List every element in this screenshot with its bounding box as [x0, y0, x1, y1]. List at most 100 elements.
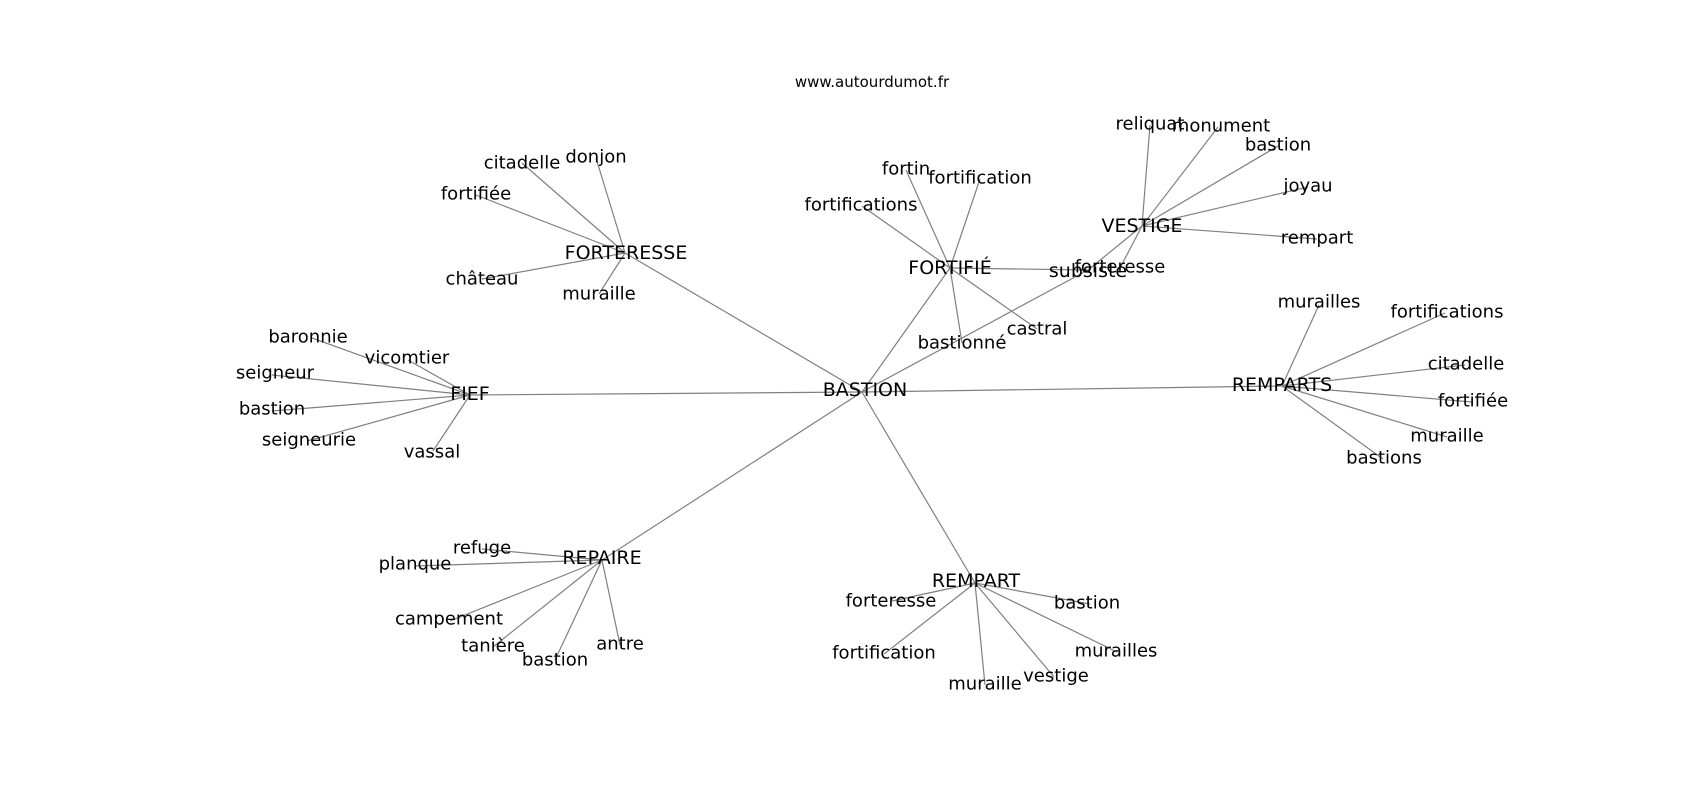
leaf-fortifie-bastionne: bastionné [918, 333, 1007, 354]
edge-vestige-forteresse [1119, 225, 1143, 269]
edge-repaire-bastion [554, 559, 603, 661]
edge-remparts-fortifiee [1281, 385, 1473, 403]
node-fief: FIEF [450, 383, 489, 405]
leaf-fortifie-fortifications: fortifications [805, 195, 918, 216]
edge-fief-bastion [271, 394, 471, 412]
edge-subsiste-vestige [1087, 225, 1143, 271]
edge-repaire-refuge [481, 548, 603, 561]
edge-remparts-muraille [1281, 385, 1448, 438]
edge-rempart-bastion [974, 582, 1091, 605]
edge-fief-vicomtier [407, 359, 471, 396]
leaf-vestige-reliquat: reliquat [1115, 114, 1184, 135]
edge-rempart-muraille [974, 582, 986, 686]
node-vestige: VESTIGE [1101, 215, 1182, 237]
edge-vestige-rempart [1141, 225, 1318, 240]
edge-vestige-monument [1141, 126, 1219, 227]
leaf-rempart-murailles: murailles [1075, 641, 1158, 662]
leaf-vestige-forteresse: forteresse [1075, 257, 1166, 278]
edge-remparts-murailles [1281, 304, 1320, 387]
leaf-remparts-bastions: bastions [1346, 448, 1422, 469]
leaf-rempart-vestige: vestige [1023, 666, 1089, 687]
edge-repaire-campement [449, 559, 603, 622]
node-remparts: REMPARTS [1232, 374, 1332, 396]
leaf-vestige-joyau: joyau [1282, 176, 1332, 197]
edge-rempart-murailles [974, 582, 1118, 653]
leaf-forteresse-fortifiee: fortifiée [441, 184, 511, 205]
leaf-rempart-forteresse: forteresse [846, 591, 937, 612]
leaf-fortifie-fortin: fortin [882, 159, 930, 180]
leaf-remparts-citadelle: citadelle [1428, 354, 1505, 375]
node-rempart: REMPART [932, 570, 1021, 592]
leaf-fortifie-castral: castral [1007, 319, 1068, 340]
edge-bastion-repaire [601, 391, 863, 561]
leaf-remparts-murailles: murailles [1278, 292, 1361, 313]
leaf-repaire-refuge: refuge [453, 538, 511, 559]
leaf-repaire-planque: planque [379, 554, 452, 575]
edge-remparts-bastions [1281, 385, 1384, 460]
edge-fief-vassal [432, 394, 471, 452]
graph-labels: www.autourdumot.fr BASTION FORTERESSE ci… [236, 73, 1508, 695]
edge-bastion-fief [469, 391, 863, 396]
leaf-fief-baronnie: baronnie [268, 327, 347, 348]
edge-bastion-remparts [861, 385, 1283, 393]
leaf-fortifie-fortification: fortification [928, 168, 1032, 189]
edge-remparts-fortifications [1281, 312, 1446, 387]
edge-repaire-taniere [492, 559, 603, 648]
edge-fortifie-fortifications [861, 205, 951, 269]
leaf-remparts-muraille: muraille [1410, 426, 1483, 447]
edge-bastion-rempart [861, 391, 976, 584]
leaf-remparts-fortifiee: fortifiée [1438, 391, 1508, 412]
edge-vestige-bastion [1141, 145, 1279, 227]
edge-vestige-reliquat [1141, 124, 1151, 227]
leaf-vestige-monument: monument [1172, 116, 1270, 137]
edge-forteresse-chateau [481, 252, 626, 280]
edge-fortifie-bastionne [949, 267, 963, 344]
leaf-repaire-antre: antre [596, 634, 644, 655]
leaf-repaire-bastion: bastion [522, 650, 588, 671]
leaf-fief-bastion: bastion [239, 399, 305, 420]
watermark: www.autourdumot.fr [795, 73, 950, 91]
leaf-forteresse-donjon: donjon [565, 147, 626, 168]
leaf-forteresse-chateau: château [446, 269, 519, 290]
leaf-fief-seigneurie: seigneurie [262, 430, 356, 451]
edge-forteresse-donjon [595, 157, 626, 254]
edge-vestige-joyau [1141, 186, 1309, 227]
edge-bastion-subsiste [861, 269, 1089, 393]
node-fortifie: FORTIFIÉ [908, 256, 991, 279]
leaf-fief-seigneur: seigneur [236, 363, 315, 384]
edge-fortifie-subsiste [949, 267, 1089, 271]
leaf-vestige-bastion: bastion [1245, 135, 1311, 156]
edge-rempart-fortification [883, 582, 976, 655]
edge-remparts-citadelle [1281, 364, 1466, 387]
node-repaire: REPAIRE [562, 547, 641, 569]
edge-fief-baronnie [311, 337, 471, 396]
leaf-fief-vassal: vassal [404, 442, 460, 463]
leaf-rempart-fortification: fortification [832, 643, 936, 664]
node-subsiste: subsiste [1049, 260, 1127, 282]
node-center: BASTION [823, 379, 907, 401]
edge-forteresse-fortifiee [475, 194, 626, 254]
leaf-repaire-campement: campement [395, 609, 503, 630]
edge-forteresse-citadelle [521, 162, 626, 254]
edge-fortifie-castral [949, 267, 1038, 330]
leaf-rempart-bastion: bastion [1054, 593, 1120, 614]
leaf-vestige-rempart: rempart [1281, 228, 1354, 249]
leaf-fief-vicomtier: vicomtier [365, 348, 450, 369]
edge-repaire-planque [414, 559, 603, 567]
edge-rempart-forteresse [891, 582, 976, 602]
leaf-remparts-fortifications: fortifications [1391, 302, 1504, 323]
edge-fortifie-fortification [949, 178, 981, 269]
leaf-repaire-taniere: tanière [461, 636, 525, 657]
leaf-forteresse-citadelle: citadelle [484, 153, 561, 174]
graph-edges [271, 124, 1473, 686]
edge-repaire-antre [601, 559, 621, 646]
leaf-forteresse-muraille: muraille [562, 284, 635, 305]
edge-fortifie-fortin [905, 169, 951, 269]
edge-rempart-vestige [974, 582, 1055, 678]
edge-fief-seigneurie [306, 394, 471, 442]
edge-fief-seigneur [271, 374, 471, 396]
edge-bastion-forteresse [624, 252, 863, 393]
node-forteresse: FORTERESSE [565, 242, 688, 264]
edge-bastion-fortifie [861, 267, 951, 393]
